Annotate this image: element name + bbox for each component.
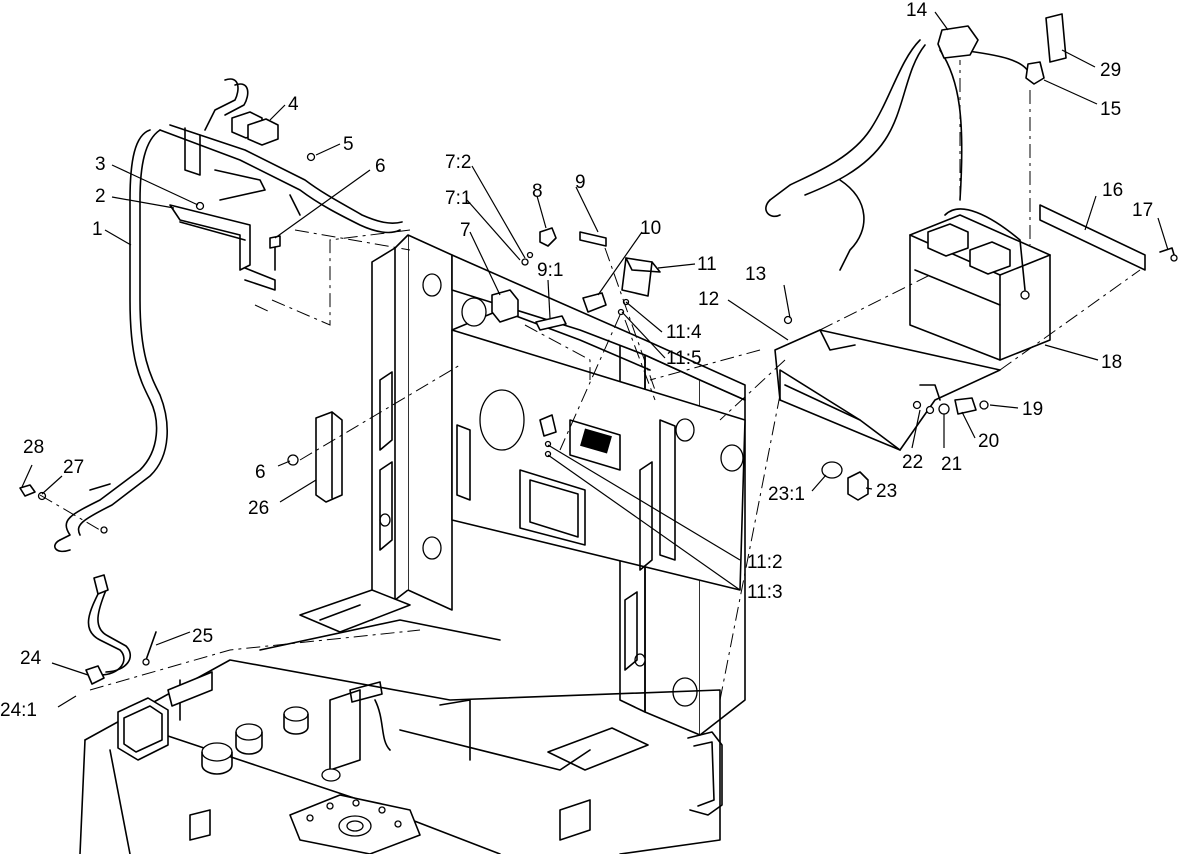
callout-28: 28	[23, 437, 44, 458]
battery-assembly	[765, 13, 1178, 501]
callout-1: 1	[92, 219, 103, 240]
callout-6-lower: 6	[255, 462, 266, 483]
callout-15: 15	[1100, 99, 1121, 120]
lower-left-parts	[85, 574, 157, 685]
assembly-lines	[39, 60, 1141, 701]
callout-20: 20	[978, 431, 999, 452]
callout-12: 12	[698, 289, 719, 310]
callout-19: 19	[1022, 399, 1043, 420]
callout-26: 26	[248, 498, 269, 519]
callout-25: 25	[192, 626, 213, 647]
callout-24: 24	[20, 648, 42, 669]
callout-24-1: 24:1	[0, 700, 37, 721]
callout-9: 9	[575, 172, 586, 193]
leader-lines	[21, 11, 1169, 708]
callout-14: 14	[906, 0, 928, 21]
callout-9-1: 9:1	[537, 260, 563, 281]
callout-7-1: 7:1	[445, 188, 471, 209]
wire-harness	[19, 78, 403, 553]
callout-23-1: 23:1	[768, 484, 805, 505]
callout-13: 13	[745, 264, 766, 285]
callout-5: 5	[343, 134, 354, 155]
callout-8: 8	[532, 181, 543, 202]
callout-22: 22	[902, 452, 923, 473]
callout-16: 16	[1102, 180, 1123, 201]
callout-11: 11	[697, 254, 717, 275]
callout-11-2: 11:2	[747, 552, 783, 573]
callout-6-upper: 6	[375, 156, 386, 177]
callout-7-2: 7:2	[445, 152, 471, 173]
callout-21: 21	[941, 454, 962, 475]
callout-10: 10	[640, 218, 661, 239]
callout-2: 2	[95, 186, 106, 207]
callout-11-3: 11:3	[747, 582, 783, 603]
callout-labels: 14 29 15 4 5 6 3 2 1 7:2 7:1 7 8 9 9:1 1…	[0, 0, 1153, 721]
callout-27: 27	[63, 457, 84, 478]
callout-3: 3	[95, 154, 106, 175]
lower-chassis	[79, 619, 723, 854]
callout-23: 23	[876, 481, 897, 502]
callout-11-4: 11:4	[666, 322, 702, 343]
callout-17: 17	[1132, 200, 1153, 221]
callout-7: 7	[460, 220, 471, 241]
callout-18: 18	[1101, 352, 1122, 373]
callout-11-5: 11:5	[666, 348, 702, 369]
callout-29: 29	[1100, 60, 1121, 81]
callout-4: 4	[288, 94, 299, 115]
main-frame	[299, 234, 746, 771]
